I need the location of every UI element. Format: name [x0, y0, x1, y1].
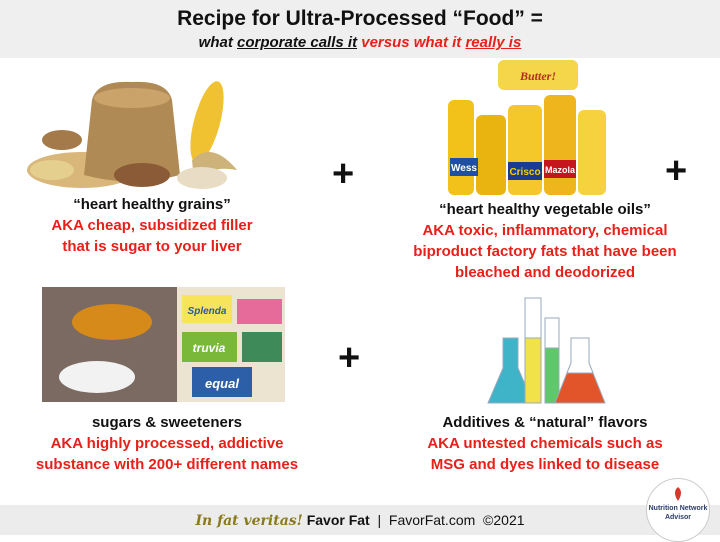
butter-label: Butter!	[519, 69, 556, 83]
page-subtitle: what corporate calls it versus what it r…	[0, 34, 720, 51]
leaf-icon	[675, 487, 681, 501]
grains-caption: “heart healthy grains” AKA cheap, subsid…	[22, 194, 282, 257]
crisco-label-bg	[508, 162, 542, 180]
mazola-bottle	[544, 95, 576, 195]
page-title: Recipe for Ultra-Processed “Food” =	[177, 7, 543, 30]
plus-sign-1: +	[332, 153, 355, 195]
oils-caption: “heart healthy vegetable oils” AKA toxic…	[380, 199, 710, 283]
yellow-cylinder-top	[524, 297, 542, 339]
green-packet	[242, 332, 282, 362]
oil-bottle-1	[448, 100, 474, 195]
oils-aka-line2: biproduct factory fats that have been	[413, 243, 677, 260]
footer-motto: In fat veritas!	[195, 513, 303, 529]
grains-image	[27, 81, 237, 189]
splenda-label: Splenda	[188, 306, 227, 317]
grain-bowl-3	[177, 167, 227, 189]
mazola-label: Mazola	[545, 165, 576, 175]
additives-caption: Additives & “natural” flavors AKA untest…	[400, 412, 690, 475]
sugar-spoon	[59, 361, 135, 393]
sugars-caption: sugars & sweeteners AKA highly processed…	[22, 412, 312, 475]
oils-aka-line1: AKA toxic, inflammatory, chemical	[422, 222, 668, 239]
grains-aka-line2: that is sugar to your liver	[62, 238, 242, 255]
grain-bowl-4	[30, 160, 74, 180]
burlap-sack	[84, 81, 180, 182]
plus-sign-2: +	[665, 150, 688, 192]
oils-head: “heart healthy vegetable oils”	[439, 201, 651, 218]
oil-bottle-5	[578, 110, 606, 195]
sugars-aka-line1: AKA highly processed, addictive	[50, 435, 284, 452]
footer-separator: |	[369, 512, 389, 528]
equal-packet	[192, 367, 252, 397]
equal-label: equal	[205, 376, 239, 391]
crisco-label: Crisco	[509, 167, 540, 178]
wesson-label-bg	[450, 158, 478, 176]
footer-site: FavorFat.com	[388, 512, 476, 528]
sugar-image: Splenda truvia equal	[42, 287, 285, 402]
additives-head: Additives & “natural” flavors	[442, 414, 648, 431]
truvia-label: truvia	[193, 341, 226, 355]
subtitle-versus: versus what it	[357, 34, 466, 51]
oils-aka-line3: bleached and deodorized	[454, 264, 636, 281]
chemistry-image	[487, 297, 606, 404]
butter-tub	[498, 60, 578, 90]
subtitle-really: really is	[465, 34, 522, 51]
grain-bowl-2	[114, 163, 170, 187]
sugars-head: sugars & sweeteners	[91, 414, 243, 431]
grains-head: “heart healthy grains”	[73, 196, 231, 213]
orange-flask-top	[566, 337, 594, 374]
footer-copyright: ©2021	[475, 512, 525, 528]
grain-bowl-1	[42, 130, 82, 150]
sugars-aka-line2: substance with 200+ different names	[35, 456, 299, 473]
honey-spoon	[72, 304, 152, 340]
footer: In fat veritas! Favor Fat | FavorFat.com…	[0, 505, 720, 535]
crisco-bottle	[508, 105, 542, 195]
subtitle-part1: what	[198, 34, 238, 51]
splenda-packet	[182, 295, 232, 323]
badge-line1: Nutrition Network	[648, 505, 708, 512]
grains-aka-line1: AKA cheap, subsidized filler	[51, 217, 253, 234]
mazola-label-bg	[544, 160, 576, 178]
sack-grain-top	[94, 88, 170, 108]
plus-sign-3: +	[338, 337, 361, 379]
pink-packet	[237, 299, 282, 324]
corn-cob	[190, 81, 224, 163]
header: Recipe for Ultra-Processed “Food” = what…	[0, 0, 720, 58]
footer-text: In fat veritas! Favor Fat | FavorFat.com…	[0, 512, 720, 529]
subtitle-corporate: corporate calls it	[237, 34, 358, 51]
wesson-label: Wess	[451, 163, 477, 174]
additives-aka-line2: MSG and dyes linked to disease	[430, 456, 660, 473]
nutrition-network-badge: Nutrition Network Advisor	[646, 478, 710, 542]
oil-bottle-2	[476, 115, 506, 195]
footer-brand: Favor Fat	[306, 512, 370, 528]
additives-aka-line1: AKA untested chemicals such as	[427, 435, 663, 452]
green-cylinder-top	[544, 317, 560, 349]
truvia-packet	[182, 332, 237, 362]
badge-line2: Advisor	[664, 514, 692, 521]
oils-image: Butter! Wess Crisco Mazola	[448, 60, 606, 195]
